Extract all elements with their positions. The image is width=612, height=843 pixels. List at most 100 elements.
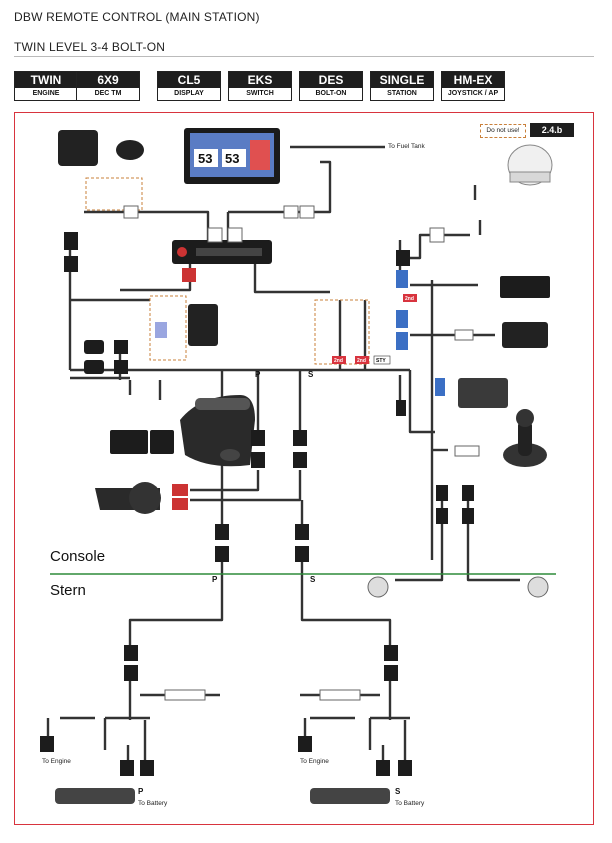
connector: [84, 340, 104, 354]
connector: [462, 508, 474, 524]
connector-white: [164, 689, 206, 701]
tag-2nd: [355, 356, 369, 364]
key-switch: [150, 430, 174, 454]
display-feed-wire: [84, 210, 210, 240]
badge-hm-ex: HM-EX JOYSTICK / AP: [441, 71, 505, 101]
badge-label: BOLT-ON: [315, 90, 347, 97]
badge-code: CL5: [158, 72, 220, 88]
connector: [114, 360, 128, 374]
harness-group-outline: [314, 299, 370, 365]
diagram-frame: [14, 112, 594, 825]
connector: [295, 546, 309, 562]
badge-eks: EKS SWITCH: [228, 71, 292, 101]
stbd-stern-wire: [300, 550, 392, 650]
badge-code: SINGLE: [371, 72, 433, 88]
connector: [215, 524, 229, 540]
connector: [64, 256, 78, 272]
badge-code: EKS: [229, 72, 291, 88]
connector: [295, 524, 309, 540]
connector-white: [454, 445, 480, 457]
connector: [215, 546, 229, 562]
connector: [120, 760, 134, 776]
badge-label: JOYSTICK / AP: [447, 90, 499, 97]
display-reading-left: 53: [198, 151, 212, 166]
connector-white: [454, 329, 474, 341]
connector: [293, 430, 307, 446]
connector: [376, 760, 390, 776]
tag-2nd-text: 2nd: [357, 358, 366, 364]
connector-blue: [396, 270, 408, 288]
badge-label: DEC TM: [94, 90, 122, 97]
connector-white: [283, 205, 299, 219]
gps-antenna: [507, 144, 553, 186]
badge-single: SINGLE STATION: [370, 71, 434, 101]
badge-code: DES: [300, 72, 362, 88]
connector: [436, 485, 448, 501]
autopilot-module: [502, 322, 548, 348]
key-fob: [116, 140, 144, 160]
badge-code: TWIN: [15, 72, 77, 88]
badge-label: SWITCH: [246, 90, 274, 97]
console-label: Console: [50, 548, 106, 565]
harness-group-outline: [149, 295, 187, 361]
badge-label: DISPLAY: [174, 90, 204, 97]
badge-code: HM-EX: [442, 72, 504, 88]
tag-2nd-text: 2nd: [334, 358, 343, 364]
badge-code: 6X9: [77, 72, 139, 88]
key-fob-receiver: [58, 130, 98, 166]
badge-des: DES BOLT-ON: [299, 71, 363, 101]
connector: [384, 665, 398, 681]
connector: [114, 340, 128, 354]
port-marker: P: [212, 575, 218, 584]
battery-port: [55, 788, 135, 804]
port-stern-wire: [128, 550, 224, 650]
tag-2nd: [332, 356, 346, 364]
port-marker: P: [255, 370, 261, 379]
joystick: [503, 409, 547, 467]
to-engine-label: To Engine: [300, 758, 329, 765]
version-badge: 2.4.b: [530, 123, 574, 137]
connector: [396, 400, 406, 416]
gauge: [527, 576, 549, 598]
battery-stbd: [310, 788, 390, 804]
tag-sty-text: STY: [376, 358, 386, 364]
to-battery-label: To Battery: [395, 800, 425, 807]
connector-blue: [396, 310, 408, 328]
connector: [436, 508, 448, 524]
do-not-use-note: Do not use!: [480, 124, 526, 138]
connector: [64, 232, 78, 250]
controller-module: [188, 304, 218, 346]
eks-switch-panel: [172, 240, 272, 264]
connector: [251, 430, 265, 446]
connector-white: [299, 205, 315, 219]
to-battery-label: To Battery: [138, 800, 168, 807]
connector-white: [429, 227, 445, 243]
connector-white: [207, 227, 223, 243]
gauge: [367, 576, 389, 598]
port-marker: P: [138, 787, 144, 796]
tag-2nd-text: 2nd: [405, 296, 414, 302]
connector: [140, 760, 154, 776]
fuel-tank-label: To Fuel Tank: [388, 143, 425, 150]
header-divider: [14, 56, 594, 57]
tag-sty: [373, 355, 391, 365]
connector-blue: [435, 378, 445, 396]
connector: [398, 760, 412, 776]
connector: [124, 645, 138, 661]
connector: [298, 736, 312, 752]
page-title: DBW REMOTE CONTROL (MAIN STATION): [14, 10, 260, 24]
badge-label: STATION: [387, 90, 417, 97]
connector-white: [227, 227, 243, 243]
steering-helm: [95, 482, 161, 514]
stern-label: Stern: [50, 582, 86, 599]
connector-red: [182, 268, 196, 282]
connector: [84, 360, 104, 374]
connector: [396, 250, 410, 266]
harness-group-outline: [85, 177, 143, 211]
connector: [462, 485, 474, 501]
gateway-module: [458, 378, 508, 408]
connector-blue: [155, 322, 167, 338]
connector: [124, 665, 138, 681]
